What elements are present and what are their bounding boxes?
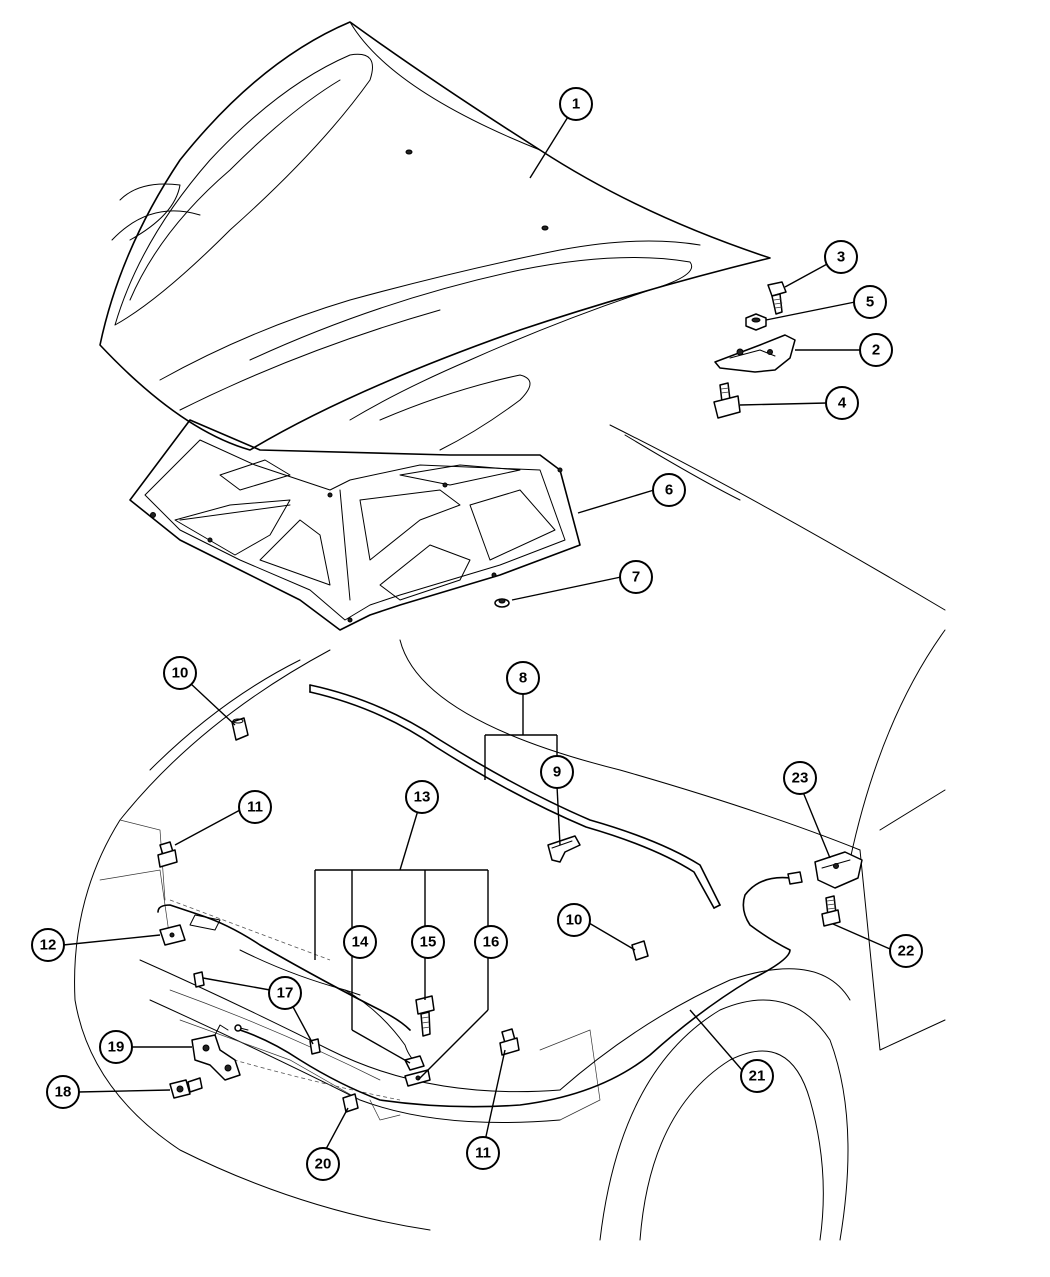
latch-screw [415,995,435,1037]
hood-release-handle [787,851,863,889]
callout-10-upper: 10 [163,656,197,690]
callout-23: 23 [783,761,817,795]
callout-5: 5 [853,285,887,319]
callout-label-4: 4 [838,395,847,412]
callout-label-7: 7 [632,569,640,586]
hood-panel [99,21,771,451]
latch-link-clip [404,1055,425,1071]
callout-15: 15 [411,925,445,959]
callout-label-14: 14 [352,934,369,951]
leader-lines [62,103,891,1151]
callout-label-10-lower: 10 [566,912,583,929]
callout-label-17: 17 [277,985,294,1002]
callout-19: 19 [99,1030,133,1064]
callout-label-19: 19 [108,1039,125,1056]
hinge-bolt-top [767,281,787,315]
callout-label-23: 23 [792,770,809,787]
hood-bumper-lower [631,940,649,961]
callout-label-3: 3 [837,249,845,266]
callout-17: 17 [268,976,302,1010]
callout-label-18: 18 [55,1084,72,1101]
callout-8: 8 [506,661,540,695]
hood-latch-assembly [191,1024,241,1081]
callout-label-1: 1 [572,96,580,113]
callout-label-13: 13 [414,789,431,806]
callout-11-left: 11 [238,790,272,824]
callout-10-lower: 10 [557,903,591,937]
callout-20: 20 [306,1147,340,1181]
callout-4: 4 [825,386,859,420]
hood-hinge [714,334,796,373]
hood-seal-weatherstrip [309,684,721,909]
callout-label-15: 15 [420,934,437,951]
callout-1: 1 [559,87,593,121]
callout-label-6: 6 [665,482,673,499]
callout-22: 22 [889,934,923,968]
rubber-bumper-right [499,1028,520,1056]
callout-6: 6 [652,473,686,507]
callout-13: 13 [405,780,439,814]
vehicle-body-outline [74,424,946,1241]
callout-3: 3 [824,240,858,274]
callout-label-22: 22 [898,943,915,960]
hinge-bolt-bottom [713,382,741,419]
callout-11-right: 11 [466,1136,500,1170]
callout-21: 21 [740,1059,774,1093]
callout-label-2: 2 [872,342,880,359]
hood-bumper-upper [231,717,249,741]
callout-2: 2 [859,333,893,367]
callout-label-5: 5 [866,294,874,311]
callout-18: 18 [46,1075,80,1109]
release-handle-screw [821,895,841,927]
push-pin-retainer [494,598,510,608]
callout-label-20: 20 [315,1156,332,1173]
callout-label-12: 12 [40,937,57,954]
hood-silencer-pad [129,419,581,631]
callout-16: 16 [474,925,508,959]
secondary-latch-rod [239,949,421,1066]
cable-clip [342,1093,359,1113]
callout-label-8: 8 [519,670,527,687]
callout-7: 7 [619,560,653,594]
callout-12: 12 [31,928,65,962]
hinge-nut [745,313,767,331]
rubber-bumper-left [157,841,178,868]
callout-label-10-upper: 10 [172,665,189,682]
callout-14: 14 [343,925,377,959]
cable-support-bracket [157,904,411,1031]
callout-label-11-left: 11 [247,799,263,816]
seal-retainer-clip [547,835,581,863]
hood-release-cable [234,876,791,1108]
callout-label-9: 9 [553,764,561,781]
latch-mounting-bolt [169,1077,203,1099]
callout-label-16: 16 [483,934,500,951]
callout-9: 9 [540,755,574,789]
callout-label-11-right: 11 [475,1145,491,1162]
callout-label-21: 21 [749,1068,766,1085]
